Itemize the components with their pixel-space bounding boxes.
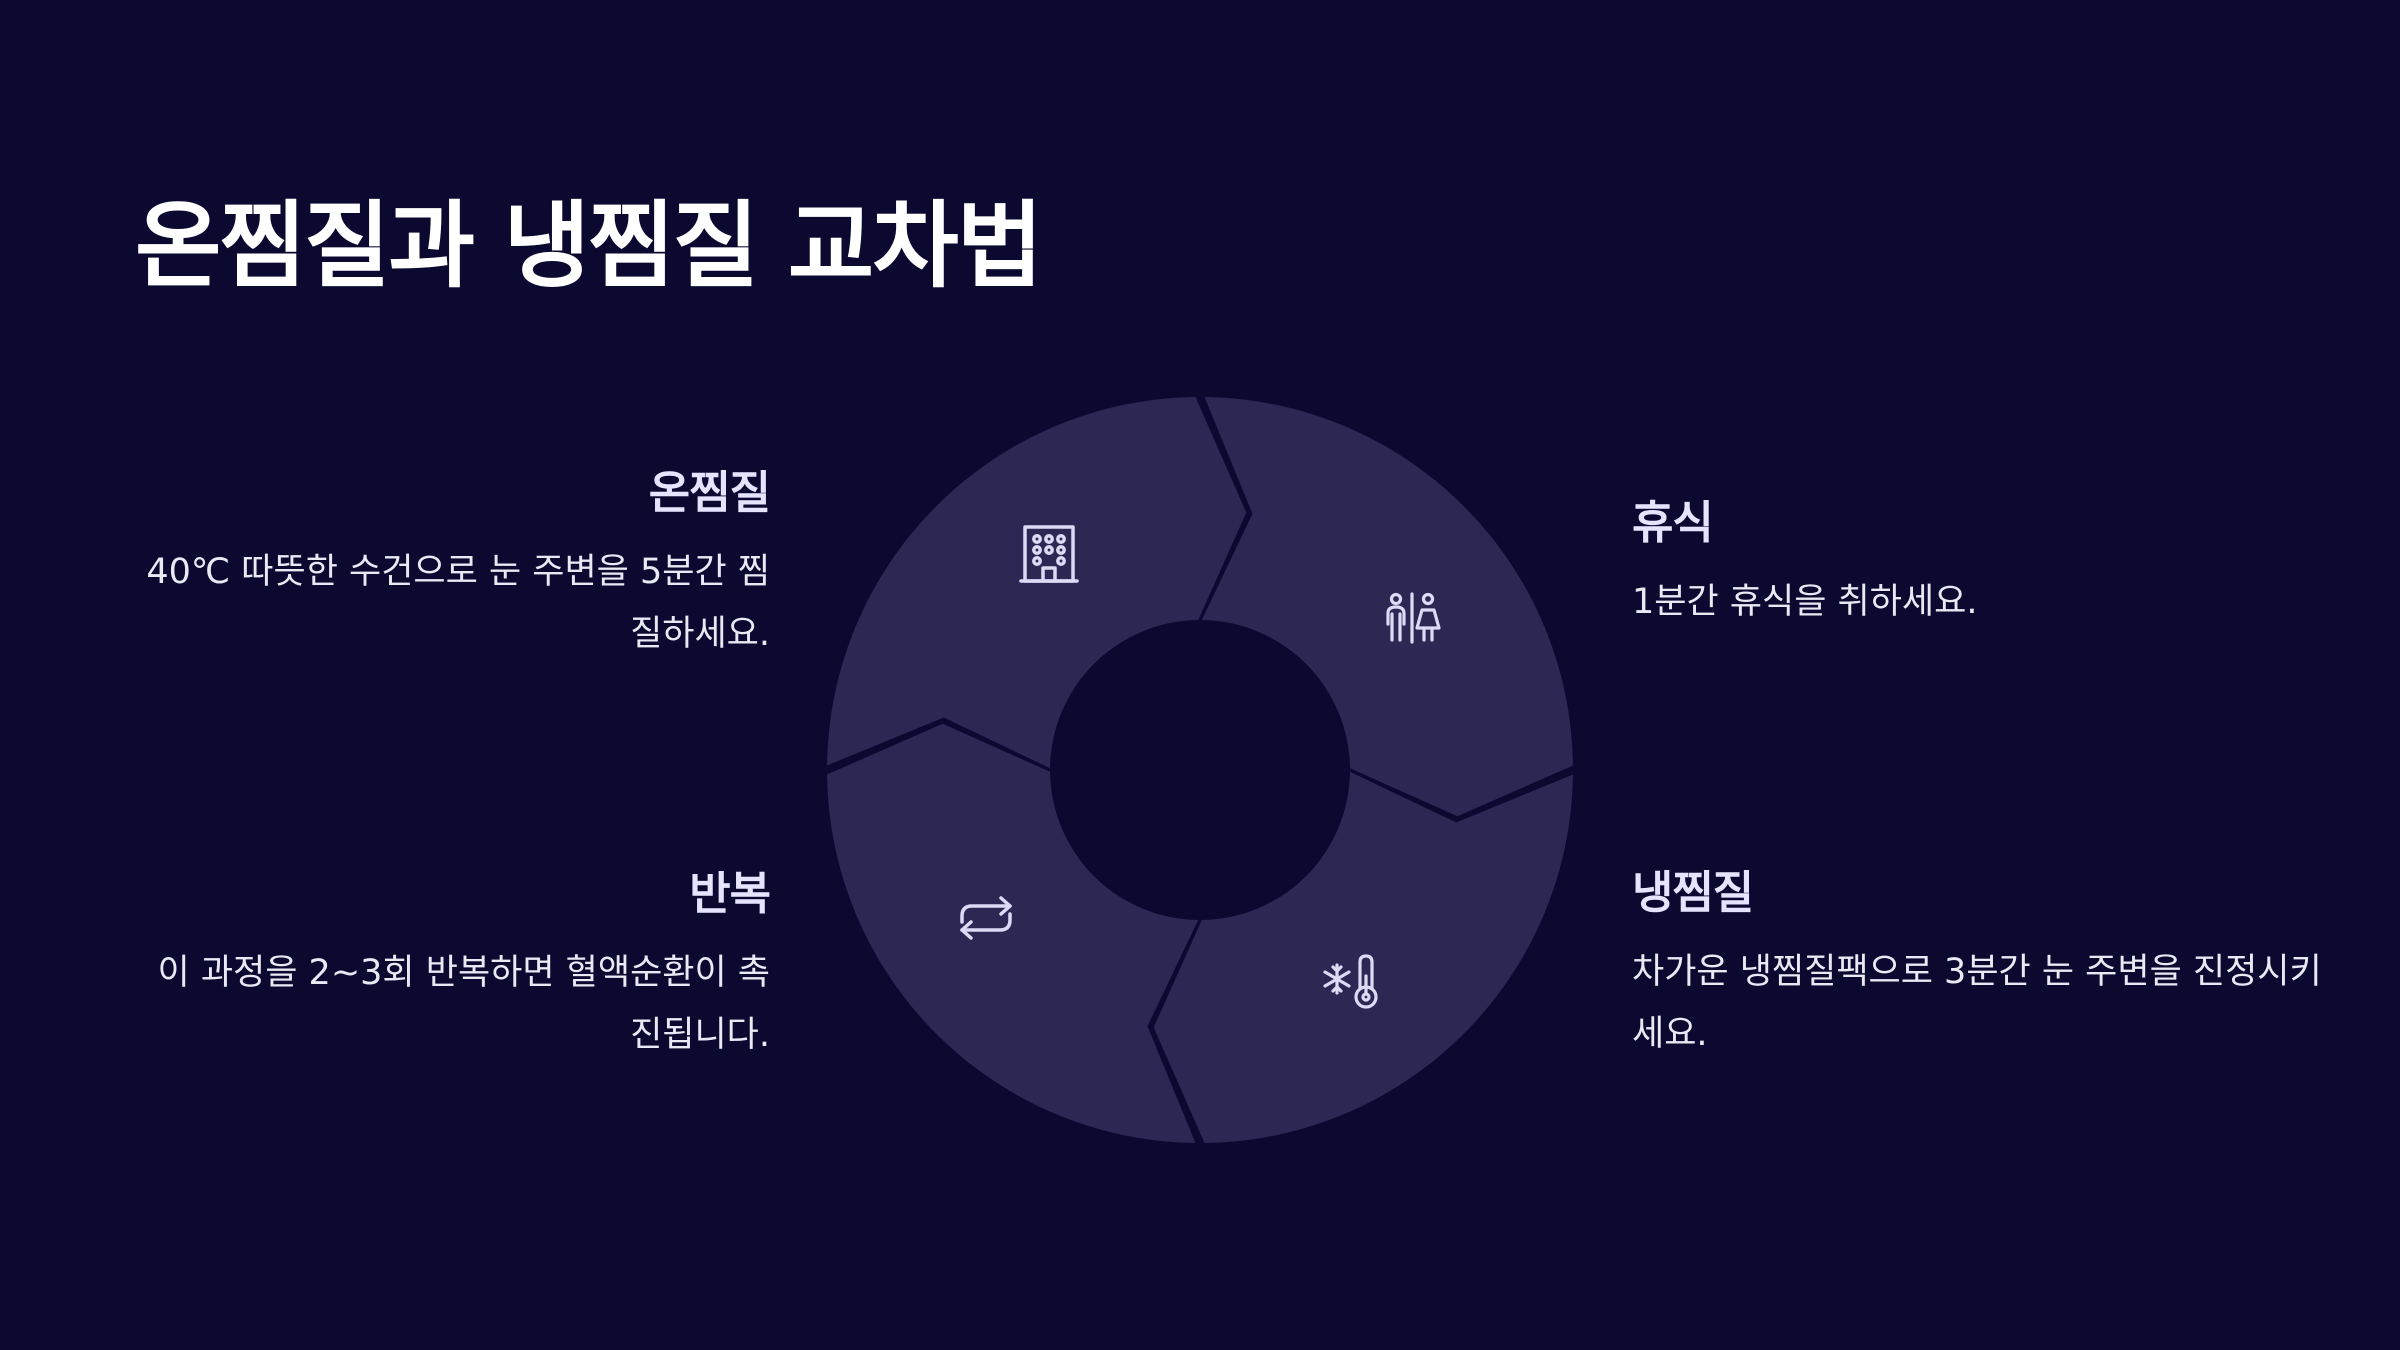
step-heading-1: 휴식 [1632, 496, 1714, 549]
step-card-0: 온찜질 40℃ 따뜻한 수건으로 눈 주변을 5분간 찜질하세요. [130, 466, 771, 665]
step-heading-0: 온찜질 [648, 466, 771, 519]
step-text-1: 1분간 휴식을 취하세요. [1632, 582, 1978, 622]
step-heading-3: 반복 [689, 867, 771, 920]
step-card-3: 반복 이 과정을 2~3회 반복하면 혈액순환이 촉진됩니다. [130, 867, 772, 1066]
page-title: 온찜질과 냉찜질 교차법 [135, 192, 1043, 301]
step-card-1: 휴식 1분간 휴식을 취하세요. [1632, 500, 2332, 633]
restroom-icon [1386, 592, 1441, 644]
snowflake-thermometer-icon [1323, 954, 1378, 1009]
step-heading-2: 냉찜질 [1632, 866, 1754, 919]
center-hole [1053, 623, 1347, 917]
cycle-segment-2 [827, 723, 1199, 1143]
step-card-2: 냉찜질 차가운 냉찜질팩으로 3분간 눈 주변을 진정시키세요. [1632, 870, 2332, 1065]
step-text-3: 이 과정을 2~3회 반복하면 혈액순환이 촉진됩니다. [157, 953, 771, 1055]
step-text-2: 차가운 냉찜질팩으로 3분간 눈 주변을 진정시키세요. [1632, 952, 2322, 1054]
step-text-0: 40℃ 따뜻한 수건으로 눈 주변을 5분간 찜질하세요. [146, 552, 770, 654]
repeat-arrows-icon [960, 896, 1012, 940]
building-icon [1019, 525, 1079, 583]
cycle-segment-0 [1201, 397, 1573, 817]
